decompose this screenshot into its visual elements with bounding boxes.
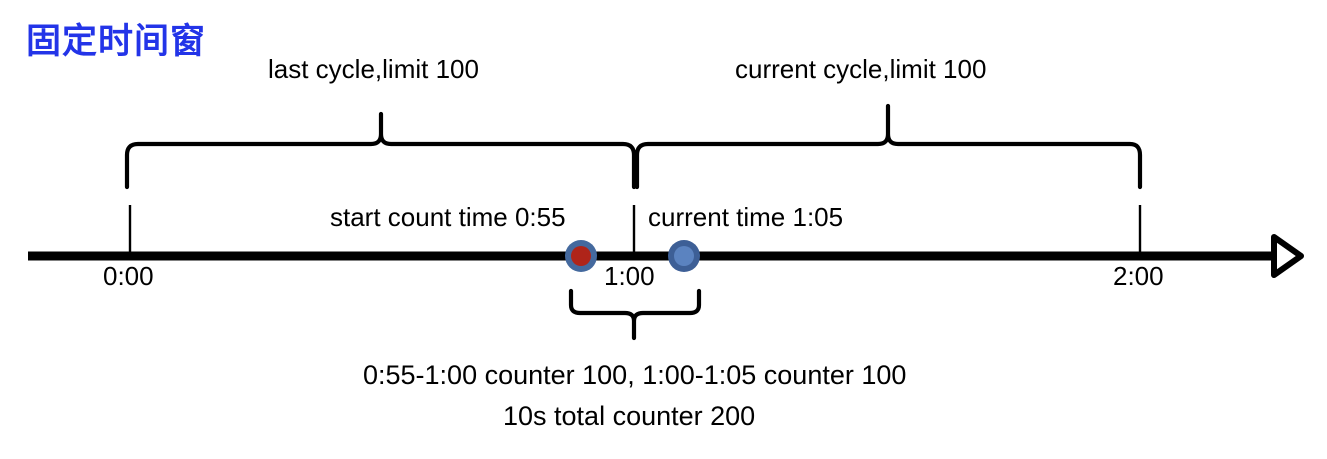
brace-window bbox=[568, 288, 702, 341]
start-count-marker-ring bbox=[565, 240, 597, 272]
brace-last-cycle bbox=[124, 111, 637, 190]
brace-current-cycle bbox=[634, 103, 1143, 190]
note-counter-breakdown: 0:55-1:00 counter 100, 1:00-1:05 counter… bbox=[363, 360, 907, 390]
current-time-marker-dot bbox=[674, 246, 694, 266]
marker-label-start-count: start count time 0:55 bbox=[330, 202, 566, 232]
tick-label-2-00: 2:00 bbox=[1113, 261, 1164, 291]
brace-label-last-cycle: last cycle,limit 100 bbox=[268, 54, 479, 84]
start-count-marker-dot bbox=[571, 246, 591, 266]
timeline-arrowhead bbox=[1271, 234, 1304, 278]
page-title: 固定时间窗 bbox=[26, 22, 207, 61]
note-total-counter: 10s total counter 200 bbox=[503, 401, 756, 431]
current-time-marker-ring bbox=[668, 240, 700, 272]
tick-label-1-00: 1:00 bbox=[604, 261, 655, 291]
brace-label-current-cycle: current cycle,limit 100 bbox=[735, 54, 987, 84]
marker-label-current-time: current time 1:05 bbox=[648, 202, 844, 232]
tick-label-0-00: 0:00 bbox=[103, 261, 154, 291]
